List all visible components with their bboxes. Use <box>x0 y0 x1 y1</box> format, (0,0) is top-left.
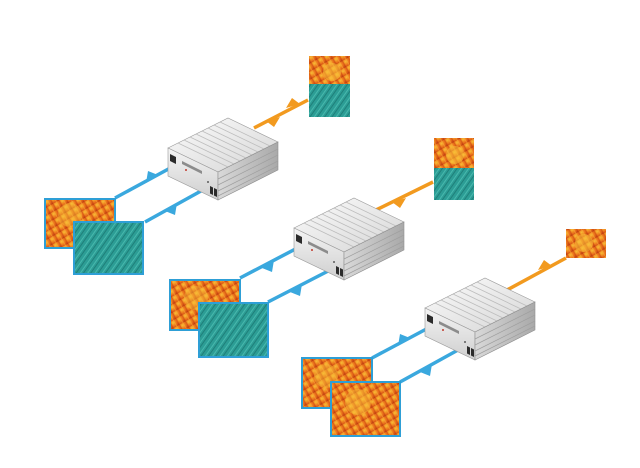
arrow-head-icon <box>262 260 274 272</box>
orange-link <box>506 256 567 292</box>
input-thumbnail <box>434 138 474 200</box>
output-thumbnail <box>309 56 350 117</box>
input-frame-teal <box>73 221 144 275</box>
arrow-head-icon <box>538 260 552 270</box>
processor-device <box>424 277 536 361</box>
processor-device <box>293 197 405 281</box>
arrow-head-icon <box>286 98 300 108</box>
processor-group-3 <box>301 229 606 437</box>
output-frame-flower <box>330 381 401 437</box>
arrow-head-icon <box>398 334 410 346</box>
arrow-head-icon <box>420 364 432 376</box>
processor-device <box>167 117 279 201</box>
blue-link-out <box>144 184 211 224</box>
arrow-head-icon <box>290 284 302 296</box>
orange-link <box>253 98 309 130</box>
arrow-head-icon <box>146 171 158 183</box>
output-thumbnail <box>566 229 606 258</box>
processor-group-2 <box>169 138 474 358</box>
arrow-head-icon <box>165 203 177 215</box>
processor-group-1 <box>44 56 350 275</box>
orange-link <box>375 180 434 212</box>
arrow-head-icon <box>266 117 280 127</box>
output-frame-teal <box>198 302 269 358</box>
arrow-head-icon <box>392 198 406 208</box>
